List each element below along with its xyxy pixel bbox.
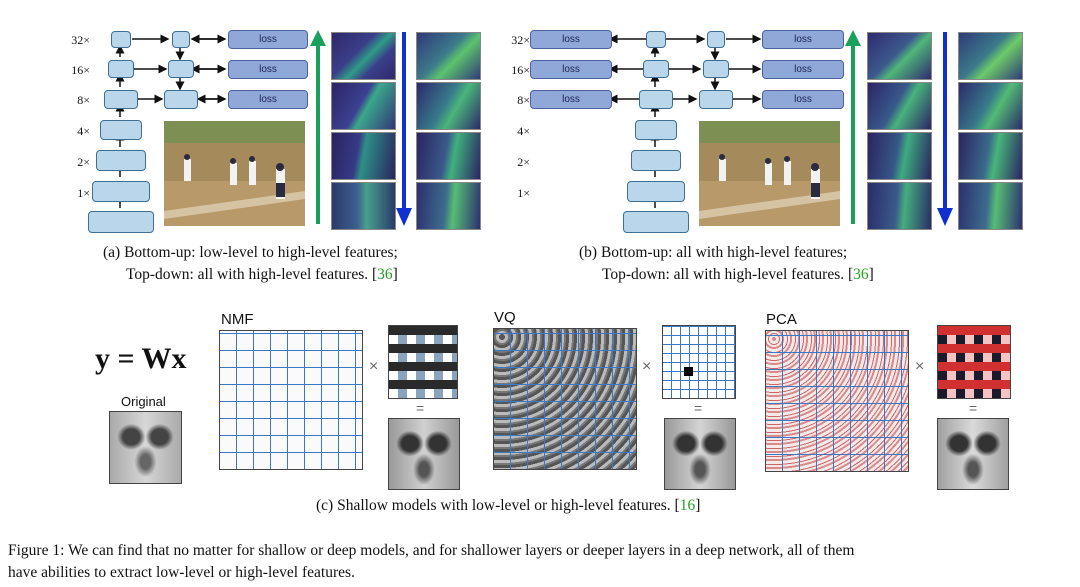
- figure-caption: Figure 1: We can find that no matter for…: [8, 542, 855, 581]
- caption-c: (c) Shallow models with low-level or hig…: [316, 497, 701, 514]
- feature-node: [627, 181, 685, 202]
- top-down-arrow: [396, 32, 412, 226]
- feature-node: [699, 90, 733, 109]
- scale-label: 4×: [77, 124, 90, 138]
- feature-node: [164, 90, 198, 109]
- feature-node: [172, 31, 190, 48]
- loss-box: loss: [530, 90, 612, 109]
- pca-coeff-grid: [937, 325, 1011, 399]
- feature-heatmap: [416, 132, 481, 180]
- top-down-arrow: [937, 32, 953, 226]
- loss-box: loss: [762, 60, 844, 79]
- loss-box: loss: [530, 60, 612, 79]
- scale-label: 1×: [77, 186, 90, 200]
- feature-heatmap: [331, 82, 396, 130]
- feature-node: [643, 60, 669, 78]
- method-label-nmf: NMF: [221, 311, 254, 328]
- scale-label: 8×: [77, 93, 90, 107]
- feature-heatmap: [958, 182, 1023, 230]
- feature-node: [96, 150, 146, 171]
- scale-label: 16×: [511, 63, 530, 77]
- baseball-photo: [699, 121, 840, 226]
- feature-heatmap: [416, 32, 481, 80]
- feature-heatmap: [958, 82, 1023, 130]
- scale-label: 32×: [511, 33, 530, 47]
- scale-label: 2×: [77, 155, 90, 169]
- equals-symbol: =: [969, 400, 978, 416]
- scale-label: 2×: [517, 155, 530, 169]
- bottom-up-arrow: [845, 30, 861, 224]
- caption-a: (a) Bottom-up: low-level to high-level f…: [103, 244, 398, 283]
- feature-heatmap: [867, 82, 932, 130]
- feature-node: [111, 31, 131, 48]
- method-label-pca: PCA: [766, 311, 797, 328]
- feature-node: [623, 211, 689, 233]
- loss-box: loss: [530, 30, 612, 49]
- vq-basis-grid: [493, 328, 637, 470]
- feature-node: [168, 60, 194, 78]
- feature-heatmap: [331, 32, 396, 80]
- loss-box: loss: [228, 90, 308, 109]
- feature-heatmap: [867, 32, 932, 80]
- feature-heatmap: [958, 132, 1023, 180]
- bottom-up-arrow: [310, 30, 326, 224]
- feature-node: [703, 60, 729, 78]
- pca-reconstruction-face: [937, 418, 1009, 490]
- feature-heatmap: [331, 182, 396, 230]
- scale-label: 8×: [517, 93, 530, 107]
- feature-node: [646, 31, 666, 48]
- scale-label: 1×: [517, 186, 530, 200]
- feature-node: [92, 181, 150, 202]
- original-face-image: [109, 411, 182, 484]
- feature-node: [635, 120, 677, 140]
- feature-node: [104, 90, 138, 109]
- times-symbol: ×: [915, 358, 925, 375]
- times-symbol: ×: [642, 358, 652, 375]
- feature-heatmap: [331, 132, 396, 180]
- feature-heatmap: [958, 32, 1023, 80]
- loss-box: loss: [762, 30, 844, 49]
- feature-node: [639, 90, 673, 109]
- loss-box: loss: [228, 60, 308, 79]
- scale-label: 32×: [71, 33, 90, 47]
- vq-reconstruction-face: [664, 418, 736, 490]
- equals-symbol: =: [694, 400, 703, 416]
- vq-coeff-grid: [662, 325, 736, 399]
- feature-node: [631, 150, 681, 171]
- feature-node: [88, 211, 154, 233]
- method-label-vq: VQ: [494, 309, 516, 326]
- equation: y = Wx: [95, 342, 187, 375]
- times-symbol: ×: [369, 358, 379, 375]
- feature-node: [100, 120, 142, 140]
- feature-heatmap: [867, 132, 932, 180]
- loss-box: loss: [762, 90, 844, 109]
- feature-node: [707, 31, 725, 48]
- loss-box: loss: [228, 30, 308, 49]
- pca-basis-grid: [765, 330, 909, 472]
- nmf-reconstruction-face: [388, 418, 460, 490]
- nmf-basis-grid: [219, 330, 363, 470]
- feature-heatmap: [416, 82, 481, 130]
- baseball-photo: [164, 121, 305, 226]
- scale-label: 4×: [517, 124, 530, 138]
- feature-node: [108, 60, 134, 78]
- equals-symbol: =: [416, 400, 425, 416]
- caption-b: (b) Bottom-up: all with high-level featu…: [579, 244, 874, 283]
- nmf-coeff-grid: [388, 325, 458, 399]
- feature-heatmap: [867, 182, 932, 230]
- feature-heatmap: [416, 182, 481, 230]
- scale-label: 16×: [71, 63, 90, 77]
- vq-active-cell: [684, 367, 693, 376]
- original-label: Original: [121, 394, 166, 409]
